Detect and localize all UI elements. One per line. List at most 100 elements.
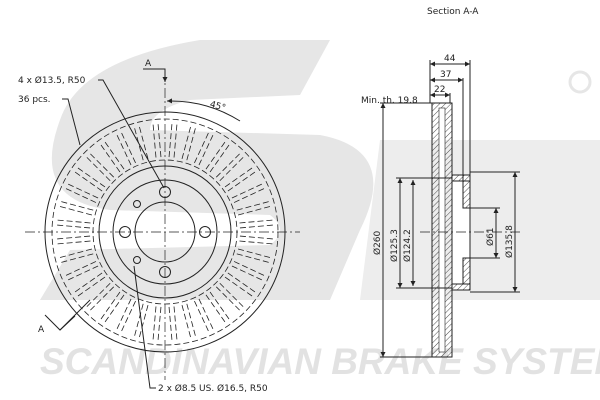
vane-line bbox=[239, 219, 275, 224]
vane-line bbox=[88, 286, 115, 312]
vane-line bbox=[168, 122, 173, 158]
min-thickness-label: Min. th. 19.8 bbox=[361, 96, 418, 106]
vane-line bbox=[194, 300, 210, 333]
vane-line bbox=[198, 298, 215, 331]
vane-line bbox=[55, 219, 91, 224]
vane-line bbox=[231, 265, 264, 282]
hub-flange-top bbox=[462, 180, 471, 209]
bolt-holes-label: 4 x Ø13.5, R50 bbox=[18, 75, 86, 86]
sbs-watermark-logo bbox=[40, 40, 600, 300]
vane-line bbox=[120, 300, 136, 333]
aux-hole-leader bbox=[133, 265, 156, 389]
vane-line bbox=[181, 304, 192, 340]
vane-line bbox=[173, 306, 178, 342]
vanes-label: 36 pcs. bbox=[18, 95, 51, 105]
vane-line bbox=[205, 294, 227, 324]
vane-line bbox=[152, 306, 157, 342]
vane-line bbox=[55, 240, 91, 245]
dia-61: Ø61 bbox=[485, 227, 496, 246]
vane-line bbox=[237, 248, 273, 259]
vane-line bbox=[209, 291, 231, 321]
vane-line bbox=[120, 131, 136, 164]
hat-wall-bottom bbox=[451, 283, 471, 291]
vane-line bbox=[138, 124, 149, 160]
angle-label: 45° bbox=[209, 100, 227, 114]
section-mark-bottom: A bbox=[38, 325, 45, 335]
vane-line bbox=[55, 224, 91, 229]
vane-line bbox=[209, 143, 231, 173]
vane-line bbox=[73, 272, 103, 294]
aux-holes-label: 2 x Ø8.5 US. Ø16.5, R50 bbox=[158, 383, 268, 394]
vane-line bbox=[173, 122, 178, 158]
vane-line bbox=[239, 224, 275, 229]
section-arrow-top bbox=[143, 68, 168, 82]
vane-line bbox=[73, 170, 103, 192]
vane-line bbox=[138, 304, 149, 340]
vane-line bbox=[85, 155, 111, 182]
vane-line bbox=[231, 182, 264, 199]
vane-line bbox=[64, 261, 97, 277]
dim-22: 22 bbox=[434, 85, 445, 95]
vane-line bbox=[227, 170, 257, 192]
vane-line bbox=[59, 200, 94, 211]
cooling-vanes bbox=[55, 122, 275, 342]
vane-line bbox=[133, 303, 144, 338]
vane-line bbox=[152, 122, 157, 158]
dia-125-3: Ø125.3 bbox=[389, 229, 400, 262]
vane-line bbox=[168, 306, 173, 342]
aux-hole bbox=[133, 256, 141, 264]
vane-line bbox=[219, 282, 245, 309]
dim-44: 44 bbox=[444, 54, 456, 64]
vane-line bbox=[57, 205, 93, 216]
vane-line bbox=[157, 306, 162, 342]
section-mark-top: A bbox=[145, 59, 152, 69]
aux-hole bbox=[133, 200, 141, 208]
vane-line bbox=[239, 240, 275, 245]
vane-line bbox=[186, 126, 197, 161]
vane-line bbox=[215, 286, 242, 312]
vane-line bbox=[99, 143, 121, 173]
vane-line bbox=[66, 182, 99, 199]
vane-line bbox=[85, 282, 111, 309]
vane-line bbox=[88, 152, 115, 178]
vane-line bbox=[66, 265, 99, 282]
vane-line bbox=[76, 166, 106, 188]
vane-channel bbox=[438, 107, 446, 353]
disc-section-view: Section A-A 44 37 22 Min. th. 19.8 Ø260 … bbox=[361, 7, 520, 358]
vane-line bbox=[181, 124, 192, 160]
vane-line bbox=[99, 291, 121, 321]
vane-line bbox=[236, 200, 271, 211]
dim-37: 37 bbox=[440, 70, 451, 80]
bolt-hole-leader bbox=[98, 79, 165, 189]
vane-line bbox=[233, 187, 266, 203]
vane-line bbox=[215, 152, 242, 178]
vane-line bbox=[115, 298, 132, 331]
vane-line bbox=[115, 133, 132, 166]
vane-line bbox=[103, 140, 125, 170]
vane-line bbox=[198, 133, 215, 166]
vane-line bbox=[76, 276, 106, 298]
vane-line bbox=[194, 131, 210, 164]
angle-arc bbox=[166, 98, 241, 122]
vanes-leader bbox=[62, 98, 81, 146]
vane-line bbox=[233, 261, 266, 277]
disc-front-view: A A 45° 4 x Ø13.5, R50 36 pcs. 2 x Ø8.5 … bbox=[18, 59, 300, 394]
watermark-text: SCANDINAVIAN BRAKE SYSTEMS bbox=[40, 341, 600, 382]
dia-135-8: Ø135.8 bbox=[504, 225, 515, 258]
vane-line bbox=[219, 155, 245, 182]
dia-260: Ø260 bbox=[372, 230, 383, 255]
vane-line bbox=[64, 187, 97, 203]
vane-line bbox=[103, 294, 125, 324]
section-arrow-bottom bbox=[44, 314, 76, 331]
section-title: Section A-A bbox=[427, 7, 479, 17]
dia-124-2: Ø124.2 bbox=[402, 229, 413, 262]
vane-line bbox=[239, 235, 275, 240]
vane-line bbox=[157, 122, 162, 158]
vane-line bbox=[236, 253, 271, 264]
hub-flange-bottom bbox=[462, 257, 471, 285]
hat-wall-top bbox=[451, 174, 471, 182]
section-line-bottom bbox=[59, 299, 91, 331]
vane-line bbox=[55, 235, 91, 240]
